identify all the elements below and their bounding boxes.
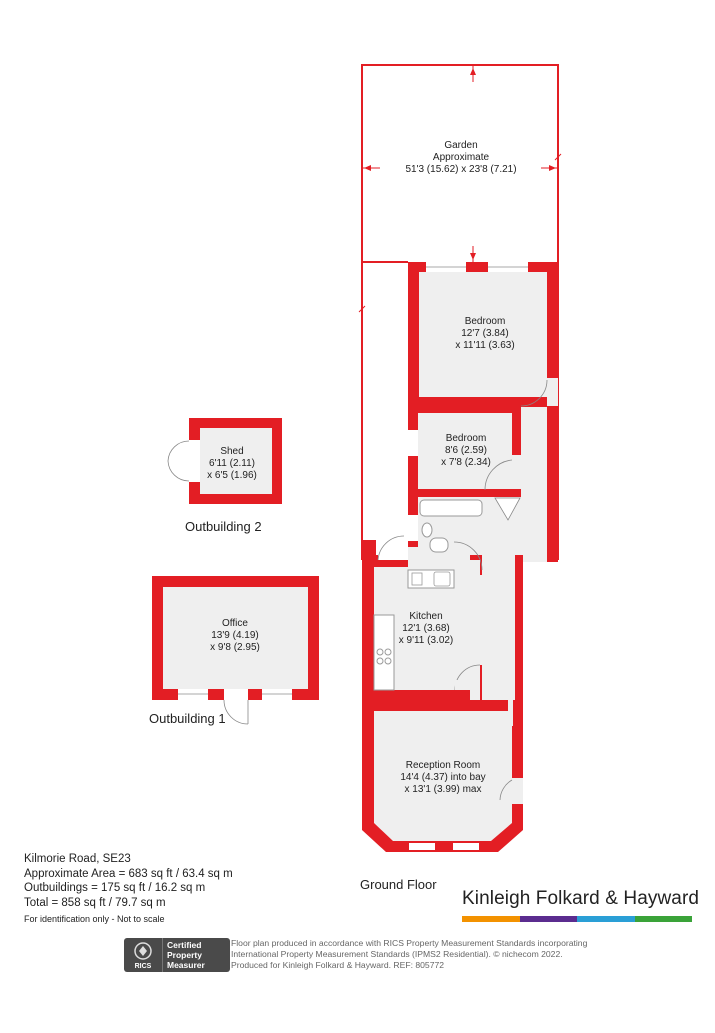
shed: [167, 418, 282, 504]
bedroom-1-width: 12'7 (3.84): [461, 328, 509, 339]
address: Kilmorie Road, SE23: [24, 853, 131, 865]
office-width: 13'9 (4.19): [211, 630, 259, 641]
kitchen-length: x 9'11 (3.02): [399, 635, 454, 646]
office-label: Office 13'9 (4.19) x 9'8 (2.95): [210, 618, 260, 653]
outbuildings-area: Outbuildings = 175 sq ft / 16.2 sq m: [24, 882, 206, 894]
rics-logo-icon: RICS: [124, 938, 163, 972]
reception-name: Reception Room: [406, 760, 480, 771]
garden-approx: Approximate: [433, 152, 490, 163]
outbuilding-2-label: Outbuilding 2: [185, 519, 262, 534]
ground-floor-label: Ground Floor: [360, 877, 437, 892]
garden-dims: 51'3 (15.62) x 23'8 (7.21): [405, 164, 516, 175]
bedroom-2-name: Bedroom: [446, 433, 487, 444]
bedroom-1-label: Bedroom 12'7 (3.84) x 11'11 (3.63): [455, 316, 514, 351]
bedroom-1-name: Bedroom: [465, 316, 506, 327]
rics-logo-text: RICS: [135, 963, 152, 970]
garden-name: Garden: [444, 140, 477, 151]
disclaimer: For identification only - Not to scale: [24, 914, 165, 924]
legal-line-1: Floor plan produced in accordance with R…: [231, 938, 588, 948]
property-info: Kilmorie Road, SE23 Approximate Area = 6…: [24, 852, 233, 927]
shed-length: x 6'5 (1.96): [207, 470, 257, 481]
bathroom: [408, 497, 521, 553]
rics-badge-text: Certified Property Measurer: [163, 940, 205, 970]
office-name: Office: [222, 618, 248, 629]
reception-label: Reception Room 14'4 (4.37) into bay x 13…: [400, 760, 485, 795]
bedroom-2-width: 8'6 (2.59): [445, 445, 487, 456]
brand-bar-blue: [577, 916, 635, 922]
approximate-area: Approximate Area = 683 sq ft / 63.4 sq m: [24, 867, 233, 880]
brand-bar-orange: [462, 916, 520, 922]
rics-badge: RICS Certified Property Measurer: [124, 938, 230, 972]
brand-name: Kinleigh Folkard & Hayward: [462, 888, 700, 909]
bedroom-1-length: x 11'11 (3.63): [455, 340, 514, 351]
office: [152, 576, 319, 725]
garden-label: Garden Approximate 51'3 (15.62) x 23'8 (…: [405, 140, 516, 175]
bedroom-2-length: x 7'8 (2.34): [441, 457, 491, 468]
brand-color-bar: [462, 916, 692, 922]
reception-length: x 13'1 (3.99) max: [405, 784, 482, 795]
brand-bar-purple: [519, 916, 577, 922]
shed-label: Shed 6'11 (2.11) x 6'5 (1.96): [207, 446, 257, 481]
shed-width: 6'11 (2.11): [209, 458, 255, 469]
kitchen-name: Kitchen: [409, 611, 442, 622]
kitchen-width: 12'1 (3.68): [402, 623, 450, 634]
rics-badge-line-1: Certified: [167, 940, 202, 950]
reception-room: [362, 700, 523, 862]
rics-badge-line-3: Measurer: [167, 960, 205, 970]
kitchen: [362, 535, 481, 700]
reception-width: 14'4 (4.37) into bay: [400, 772, 485, 783]
bedroom-1: [408, 262, 558, 407]
legal-line-3: Produced for Kinleigh Folkard & Hayward.…: [231, 960, 445, 970]
rics-badge-line-2: Property: [167, 950, 202, 960]
brand-bar-green: [634, 916, 692, 922]
kitchen-label: Kitchen 12'1 (3.68) x 9'11 (3.02): [399, 611, 454, 646]
legal-notice: Floor plan produced in accordance with R…: [231, 938, 611, 971]
outbuilding-1-label: Outbuilding 1: [149, 711, 226, 726]
office-length: x 9'8 (2.95): [210, 642, 260, 653]
legal-line-2: International Property Measurement Stand…: [231, 949, 563, 959]
shed-name: Shed: [220, 446, 243, 457]
total-area: Total = 858 sq ft / 79.7 sq m: [24, 896, 166, 909]
bedroom-2-label: Bedroom 8'6 (2.59) x 7'8 (2.34): [441, 433, 491, 468]
